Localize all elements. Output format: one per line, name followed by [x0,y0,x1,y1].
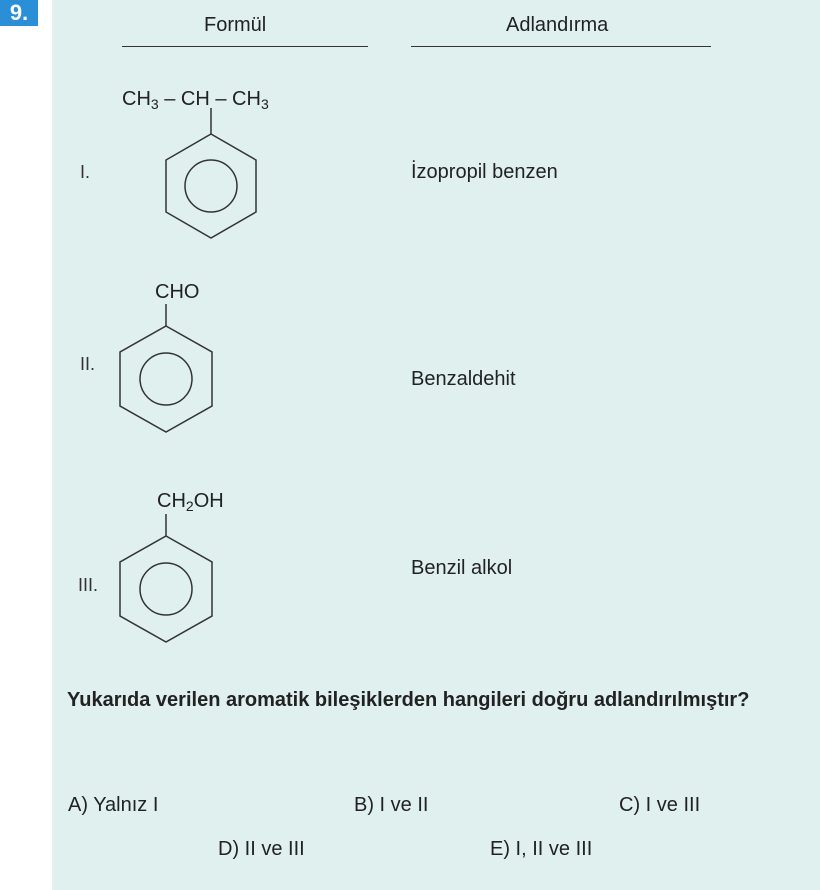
item-2-substituent: CHO [155,281,200,303]
item-1-roman: I. [80,162,91,182]
question-panel [52,0,820,890]
item-3-substituent: CH2OH [157,490,224,514]
question-number-badge: 9. [0,0,38,26]
item-3-roman: III. [78,575,99,595]
question-prompt: Yukarıda verilen aromatik bileşiklerden … [67,689,750,711]
option-c[interactable]: C) I ve III [619,794,701,816]
benzene-ring-3 [119,514,213,643]
item-3-name: Benzil alkol [411,557,513,579]
benzene-ring-2 [119,304,213,433]
item-2-roman: II. [80,354,96,374]
option-a[interactable]: A) Yalnız I [68,794,159,816]
option-e[interactable]: E) I, II ve III [490,838,593,860]
item-1-substituent: CH3 – CH – CH3 [122,88,269,112]
item-2-name: Benzaldehit [411,368,516,390]
header-naming: Adlandırma [506,14,609,36]
header-formula: Formül [204,14,267,36]
item-1-name: İzopropil benzen [411,161,558,183]
header-formula-rule [122,46,368,47]
header-naming-rule [411,46,711,47]
benzene-ring-1 [165,108,257,239]
option-d[interactable]: D) II ve III [218,838,305,860]
option-b[interactable]: B) I ve II [354,794,429,816]
